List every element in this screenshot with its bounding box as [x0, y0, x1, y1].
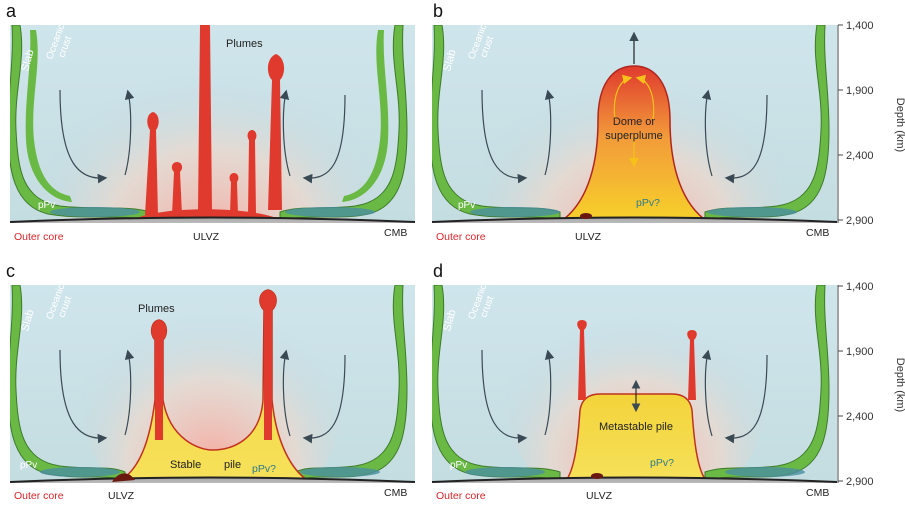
- main-label-1: Dome or: [613, 116, 656, 128]
- outer-core: [432, 477, 837, 483]
- main-label: Plumes: [226, 38, 263, 50]
- ppv-lens-left: [470, 207, 560, 217]
- outer-core-label: Outer core: [14, 490, 64, 502]
- ppv-lens-left: [50, 207, 140, 217]
- slab-label: Slab: [441, 308, 458, 332]
- outer-core-label: Outer core: [436, 231, 486, 243]
- axis-label: Depth (km): [894, 358, 905, 412]
- slab-label: Slab: [19, 48, 36, 72]
- flow-arrow-right-up: [701, 89, 713, 177]
- tick-label: 2,400: [846, 150, 874, 162]
- flow-arrow-right-up: [701, 349, 713, 437]
- flow-arrow-right-up: [279, 89, 291, 177]
- flow-arrow-right-up: [279, 349, 291, 437]
- ppv-lens-right: [707, 207, 797, 217]
- ppv-label: pPv: [458, 200, 475, 211]
- ppv-lens-left: [40, 467, 120, 477]
- tick-label: 2,900: [846, 476, 874, 488]
- plume-small-3: [247, 130, 257, 215]
- ppv-lens-right: [285, 207, 375, 217]
- plume-right-stem: [687, 330, 697, 400]
- slab-right-inner: [342, 30, 389, 202]
- slab-label: Slab: [19, 308, 36, 332]
- panel-a: a Slab Oceanic crust pPv Plumes Outer co…: [6, 1, 415, 243]
- main-label: Plumes: [138, 303, 175, 315]
- ulvz-label: ULVZ: [575, 231, 602, 243]
- ulvz-patch: [591, 473, 603, 479]
- ppv-label: pPv: [20, 460, 37, 471]
- ulvz-label: ULVZ: [108, 490, 135, 502]
- cmb-line: [10, 216, 415, 223]
- dome-flow-left: [613, 74, 633, 121]
- flow-arrow-right: [302, 94, 346, 184]
- dome-flow-right: [635, 74, 655, 121]
- metastable-pile: [563, 393, 709, 483]
- slab-label: Slab: [441, 48, 458, 72]
- plume-small-1: [171, 162, 183, 215]
- plume-right-stem: [259, 290, 277, 440]
- ppv-lens-left: [465, 467, 545, 477]
- axis-label: Depth (km): [894, 98, 905, 152]
- ppv-lens-right: [300, 467, 380, 477]
- ulvz-patch: [580, 213, 592, 219]
- ulvz-label: ULVZ: [193, 231, 220, 243]
- panel-d: d Slab Oceanic crust pPv Metastable pile…: [432, 261, 837, 502]
- ulvz-label: ULVZ: [586, 490, 613, 502]
- tick-label: 1,400: [846, 281, 874, 293]
- plume-main: [198, 25, 212, 210]
- panel-letter: c: [6, 261, 15, 281]
- tick-label: 1,900: [846, 346, 874, 358]
- cmb-label: CMB: [806, 487, 829, 499]
- flow-arrow-left: [59, 349, 108, 444]
- cmb-line: [432, 216, 837, 223]
- outer-core-label: Outer core: [436, 490, 486, 502]
- pile-label-2: pile: [224, 459, 241, 471]
- ppv-inner-label: pPv?: [252, 463, 276, 475]
- ppv-label: pPv: [38, 200, 55, 211]
- ulvz-patch: [112, 473, 135, 482]
- flow-arrow-left: [481, 349, 528, 444]
- ppv-lens-right: [725, 467, 805, 477]
- cmb-line: [10, 476, 415, 483]
- cmb-label: CMB: [384, 487, 407, 499]
- panel-letter: b: [433, 1, 443, 21]
- flow-arrow-left-up: [124, 349, 135, 436]
- plume-left-stem: [151, 320, 167, 440]
- panel-letter: d: [433, 261, 443, 281]
- slab-left-inner: [25, 30, 73, 202]
- tick-label: 1,900: [846, 85, 874, 97]
- pile-label: Metastable pile: [599, 421, 673, 433]
- panel-c: c Slab Oceanic crust pPv Plumes Stable p…: [6, 261, 415, 502]
- tick-label: 2,900: [846, 215, 874, 227]
- flow-arrow-left: [59, 89, 108, 184]
- flow-arrow-left-up: [544, 349, 555, 436]
- ppv-label: pPv: [450, 460, 467, 471]
- tick-label: 1,400: [846, 20, 874, 32]
- outer-core-label: Outer core: [14, 231, 64, 243]
- panel-letter: a: [6, 1, 17, 21]
- cmb-label: CMB: [806, 227, 829, 239]
- flow-arrow-right: [724, 354, 768, 444]
- flow-arrow-right: [302, 354, 346, 444]
- cmb-label: CMB: [384, 227, 407, 239]
- flow-arrow-right: [724, 94, 768, 184]
- plume-small-2: [229, 173, 239, 215]
- flow-arrow-left-up: [544, 89, 555, 176]
- panel-b: b Slab Oceanic crust pPv Dome or superpl…: [432, 1, 837, 243]
- outer-core: [10, 477, 415, 483]
- pile-label-1: Stable: [170, 459, 201, 471]
- ppv-inner-label: pPv?: [636, 197, 660, 209]
- flow-arrow-left: [481, 89, 528, 184]
- outer-core: [432, 217, 837, 223]
- plume-left: [145, 112, 159, 215]
- plume-left-stem: [577, 320, 587, 400]
- main-label-2: superplume: [605, 130, 662, 142]
- tick-label: 2,400: [846, 411, 874, 423]
- depth-axis-bottom: 1,400 1,900 2,400 2,900 Depth (km): [837, 281, 905, 488]
- ppv-inner-label: pPv?: [650, 457, 674, 469]
- flow-arrow-left-up: [124, 89, 135, 176]
- depth-axis-top: 1,400 1,900 2,400 2,900 Depth (km): [837, 20, 905, 227]
- cmb-line: [432, 476, 837, 483]
